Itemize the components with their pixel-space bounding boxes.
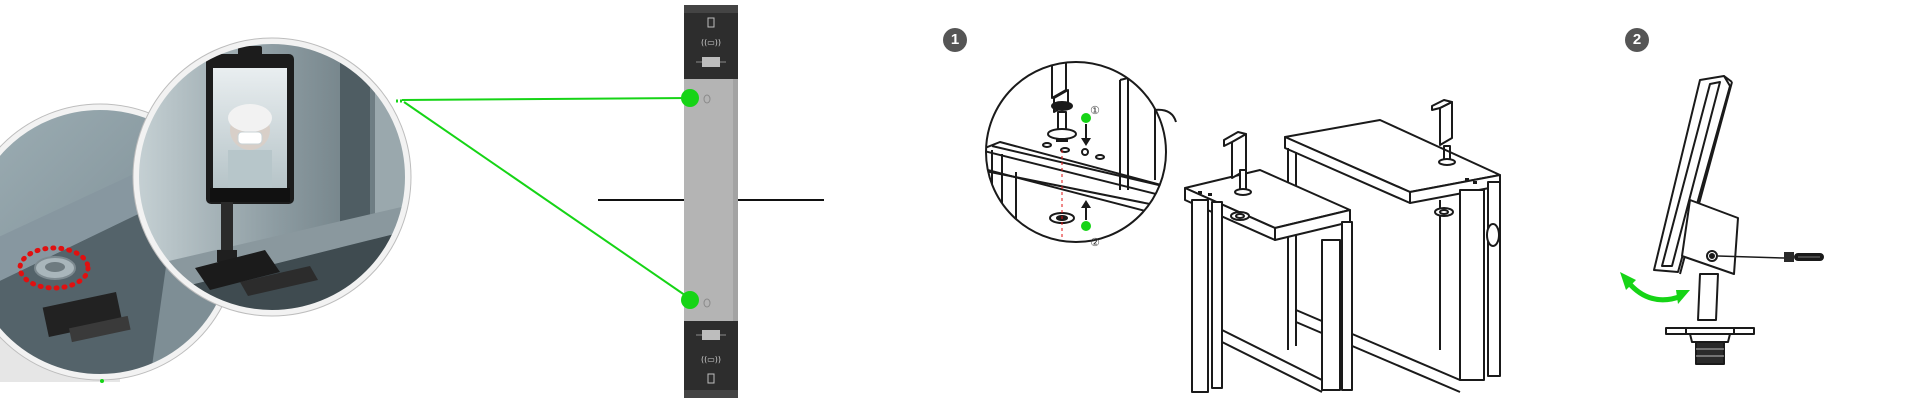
step-2-illustration	[1620, 75, 1824, 365]
marker-up-label: ②	[1090, 236, 1100, 249]
step-1-illustration: ① ②	[985, 61, 1501, 393]
install-point-top	[681, 89, 699, 107]
detail-green-dot-top	[1081, 113, 1091, 123]
zoom-circle-terminal-border	[133, 38, 411, 316]
gate-front	[1184, 131, 1353, 393]
detail-circle	[985, 61, 1167, 243]
callout-line-top	[401, 97, 693, 101]
svg-text:((▭)): ((▭))	[701, 38, 721, 47]
gate-panel	[684, 79, 738, 321]
rotate-arrow-icon	[1620, 272, 1690, 304]
photo-detail-group	[0, 37, 412, 383]
step-badge-2: 2	[1625, 28, 1649, 52]
svg-text:((▭)): ((▭))	[701, 355, 721, 364]
callout-line-bottom	[403, 101, 693, 301]
step-badge-1: 1	[943, 28, 967, 52]
install-point-bottom	[681, 291, 699, 309]
detail-circle-content	[986, 62, 1166, 242]
gate-top-view: ((▭)) ((▭))	[598, 5, 824, 398]
arrow-up-icon	[1081, 200, 1091, 208]
screwdriver-icon	[1717, 252, 1824, 262]
marker-down-label: ①	[1090, 104, 1100, 117]
screw-hole-marker	[17, 245, 91, 291]
arrow-down-icon	[1081, 138, 1091, 146]
detail-green-dot-bottom	[1081, 221, 1091, 231]
gate-back	[1284, 99, 1501, 393]
